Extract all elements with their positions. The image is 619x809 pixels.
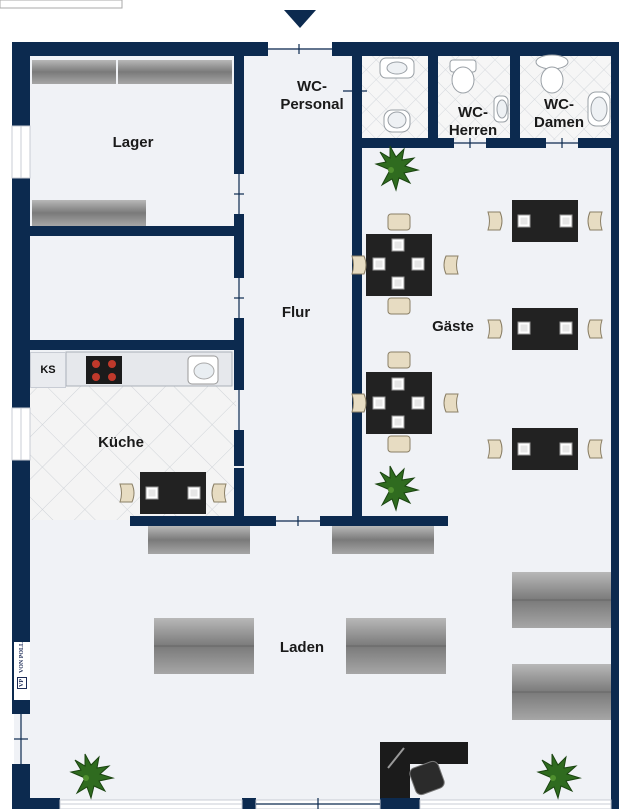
kitchen-counter [65,351,233,387]
map-fragment [0,0,123,9]
wc-fixtures [379,54,611,133]
room-label-line: Damen [533,114,585,131]
guest-table-4b [351,351,459,453]
brand-name: VON POLL [19,642,25,674]
desk [380,742,468,798]
room-label-flur: Flur [281,304,311,321]
kitchen-table [119,472,227,514]
fridge-label: KS [30,352,66,388]
guest-table-4a [351,213,459,315]
door-arrow [356,87,362,95]
guest-table-2b [487,308,603,350]
room-label-gaeste: Gäste [432,318,474,335]
room-label-wc-herren: WC- Herren [436,104,510,140]
room-label-wc-personal: WC- Personal [272,78,352,114]
room-label-line: WC- [458,104,488,121]
guest-table-2a [487,200,603,242]
stove [86,356,122,384]
room-label-lager: Lager [112,134,154,151]
lager-shelves [32,60,232,226]
room-label-laden: Laden [279,639,325,656]
room-label-line: WC- [544,96,574,113]
guest-table-2c [487,428,603,470]
room-label-wc-damen: WC- Damen [522,96,596,132]
down-arrow-icon[interactable] [284,10,316,28]
brand-logo: VP VON POLL [14,642,30,700]
room-label-line: Herren [448,122,498,139]
brand-mark: VP [17,677,27,690]
room-label-line: WC- [297,78,327,95]
room-label-line: Personal [280,96,344,113]
laden-shelves [148,526,611,720]
walls [12,42,619,809]
room-label-kueche: Küche [98,434,144,451]
